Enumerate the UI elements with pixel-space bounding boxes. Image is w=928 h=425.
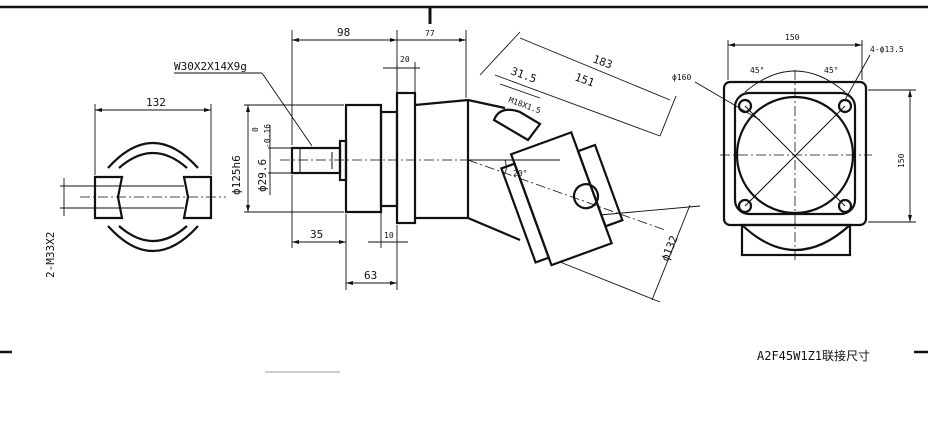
dim-63: 63 [364,269,377,282]
angle-45-right: 45° [824,66,838,75]
dim-20: 20 [400,55,410,64]
dim-holes: 4-ϕ13.5 [870,45,904,54]
pump-side-view: 98 77 20 W30X2X14X9g ϕ125h6 ϕ29.6 0 -0.1… [174,26,701,303]
dim-98: 98 [337,26,350,39]
angle-45-left: 45° [750,66,764,75]
dim-phi160: ϕ160 [672,73,691,82]
dim-port-thread: 2-M33X2 [44,232,57,278]
dim-spline: W30X2X14X9g [174,60,247,73]
dim-angle-20: 20° [513,169,527,178]
sheet-frame [0,5,928,373]
tol-lower: -0.16 [263,124,272,148]
dim-phi125: ϕ125h6 [230,155,243,195]
dim-m18: M18X1.5 [507,95,542,115]
dim-35: 35 [310,228,323,241]
dim-132-top: 132 [146,96,166,109]
dim-150-side: 150 [897,153,906,168]
port-flange-view: 132 2-M33X2 [44,96,226,278]
mounting-flange-view: 150 45° 45° 4-ϕ13.5 ϕ160 150 [672,33,916,262]
dim-phi132: ϕ132 [659,234,681,263]
tol-upper: 0 [251,127,260,132]
dim-31-5: 31.5 [509,65,538,86]
drawing-title: A2F45W1Z1联接尺寸 [757,348,870,363]
dim-151: 151 [573,71,596,90]
dim-phi29: ϕ29.6 [256,159,269,192]
dim-183: 183 [591,53,614,72]
dim-150-top: 150 [785,33,800,42]
dim-10: 10 [384,231,394,240]
dim-77: 77 [425,29,435,38]
